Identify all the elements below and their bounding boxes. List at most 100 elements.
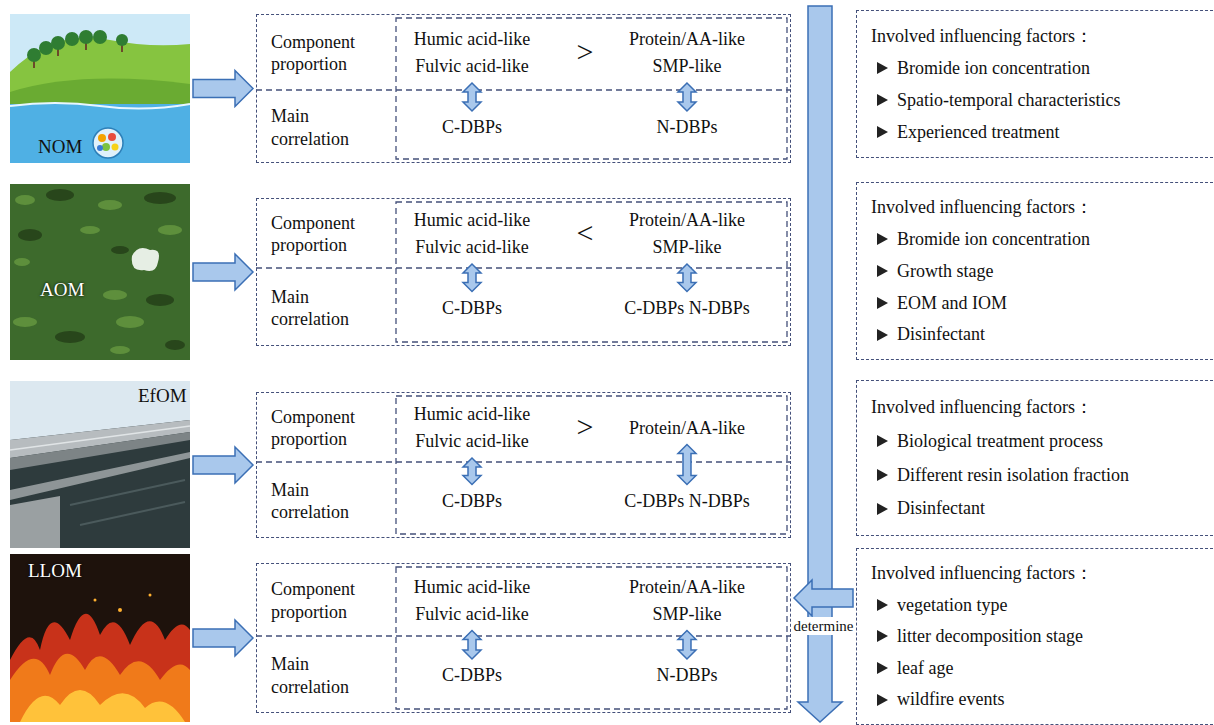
- molecule-dot: [97, 145, 103, 151]
- source-image: EfOM: [10, 381, 190, 548]
- group-frames: [256, 18, 791, 709]
- algae-patch: [111, 246, 129, 254]
- component-text: C-DBPs: [442, 114, 502, 141]
- factor-box: Involved influencing factors：Bromide ion…: [856, 10, 1214, 158]
- component-text: C-DBPs: [442, 488, 502, 515]
- bullet-arrow: [877, 503, 888, 515]
- component-text: Fulvic acid-like: [414, 601, 530, 628]
- component-group: Component proportionMain correlation Humi…: [256, 392, 791, 538]
- algae-patch: [98, 200, 122, 210]
- source-label: EfOM: [138, 385, 187, 408]
- source-image: NOM: [10, 14, 190, 163]
- source-label: AOM: [40, 279, 84, 302]
- component-group: Component proportionMain correlation Humi…: [256, 563, 791, 713]
- factor-box: Involved influencing factors：Bromide ion…: [856, 182, 1214, 360]
- tree: [93, 30, 107, 44]
- fraction-box: Humic acid-likeFulvic acid-like: [414, 26, 530, 80]
- comparison-sign: <: [577, 218, 594, 248]
- factor-item: Different resin isolation fraction: [865, 464, 1203, 487]
- block-arrow: [193, 254, 253, 290]
- wave: [10, 103, 190, 109]
- llom-illustration: [10, 554, 190, 722]
- algae-patch: [80, 226, 100, 234]
- bullet-arrow: [877, 662, 888, 674]
- block-arrow: [463, 83, 481, 111]
- algae-patch: [144, 192, 176, 204]
- hill: [10, 37, 190, 108]
- algae-patch: [116, 316, 144, 328]
- row-label: Component proportion: [271, 406, 389, 451]
- row-label: Main correlation: [271, 653, 389, 698]
- dbp-box: C-DBPs: [442, 295, 502, 322]
- source-image: AOM: [10, 184, 190, 360]
- factor-item: EOM and IOM: [865, 292, 1203, 315]
- source-image: LLOM: [10, 554, 190, 722]
- factor-heading: Involved influencing factors：: [865, 25, 1203, 48]
- factor-item: litter decomposition stage: [865, 625, 1203, 648]
- bullet-arrow: [877, 435, 888, 447]
- fraction-box: Humic acid-likeFulvic acid-like: [414, 574, 530, 628]
- factor-item: Spatio-temporal characteristics: [865, 89, 1203, 112]
- component-text: N-DBPs: [656, 114, 717, 141]
- fraction-box: Protein/AA-likeSMP-like: [629, 26, 745, 80]
- component-text: Humic acid-like: [414, 26, 530, 53]
- algae-patch: [46, 189, 74, 201]
- dbp-box: C-DBPs N-DBPs: [624, 488, 750, 515]
- component-text: N-DBPs: [656, 662, 717, 689]
- water: [10, 104, 190, 163]
- inner-frame: [396, 18, 787, 159]
- effluent-water: [10, 381, 190, 548]
- component-group: Component proportionMain correlationHumi…: [256, 14, 791, 163]
- dbp-box: N-DBPs: [656, 662, 717, 689]
- block-arrow: [678, 83, 696, 111]
- component-text: Protein/AA-like: [629, 415, 745, 442]
- bullet-arrow: [877, 694, 888, 706]
- tree: [116, 34, 128, 46]
- component-text: SMP-like: [629, 601, 745, 628]
- fraction-box: Protein/AA-likeSMP-like: [629, 574, 745, 628]
- molecule-dot: [102, 143, 110, 151]
- molecule-dot: [112, 144, 119, 151]
- dbp-box: C-DBPs: [442, 488, 502, 515]
- factor-heading: Involved influencing factors：: [865, 396, 1203, 419]
- factor-item: wildfire events: [865, 688, 1203, 711]
- component-text: C-DBPs N-DBPs: [624, 488, 750, 515]
- component-text: Fulvic acid-like: [414, 234, 530, 261]
- hill: [10, 79, 190, 108]
- railing: [10, 426, 190, 450]
- bullet-arrow: [877, 94, 888, 106]
- block-arrow: [794, 580, 853, 616]
- factor-item: leaf age: [865, 657, 1203, 680]
- block-arrow: [463, 631, 481, 660]
- flame: [10, 614, 190, 722]
- row-divider: [256, 635, 791, 636]
- component-text: SMP-like: [629, 234, 745, 261]
- factor-item: vegetation type: [865, 594, 1203, 617]
- algae-patch: [14, 258, 30, 266]
- block-arrow: [678, 445, 696, 485]
- factor-item: Biological treatment process: [865, 430, 1203, 453]
- source-label: NOM: [38, 136, 82, 159]
- efom-illustration: [10, 381, 190, 548]
- row-label: Component proportion: [271, 578, 389, 623]
- tree: [27, 48, 41, 62]
- flame: [20, 690, 185, 722]
- algae-patch: [13, 317, 37, 327]
- block-arrow: [193, 71, 253, 107]
- bullet-arrow: [877, 233, 888, 245]
- aom-illustration: [10, 184, 190, 360]
- ripple: [80, 502, 185, 525]
- factor-item: Bromide ion concentration: [865, 228, 1203, 251]
- flow-arrow: [798, 6, 842, 722]
- block-arrow: [678, 264, 696, 292]
- algae-water: [10, 184, 190, 360]
- algae-patch: [158, 225, 182, 235]
- row-label: Main correlation: [271, 286, 389, 331]
- tank-wall: [10, 452, 190, 500]
- component-text: C-DBPs N-DBPs: [624, 295, 750, 322]
- component-text: C-DBPs: [442, 295, 502, 322]
- fraction-box: Humic acid-likeFulvic acid-like: [414, 401, 530, 455]
- row-label: Main correlation: [271, 479, 389, 524]
- fraction-box: Protein/AA-like: [629, 415, 745, 442]
